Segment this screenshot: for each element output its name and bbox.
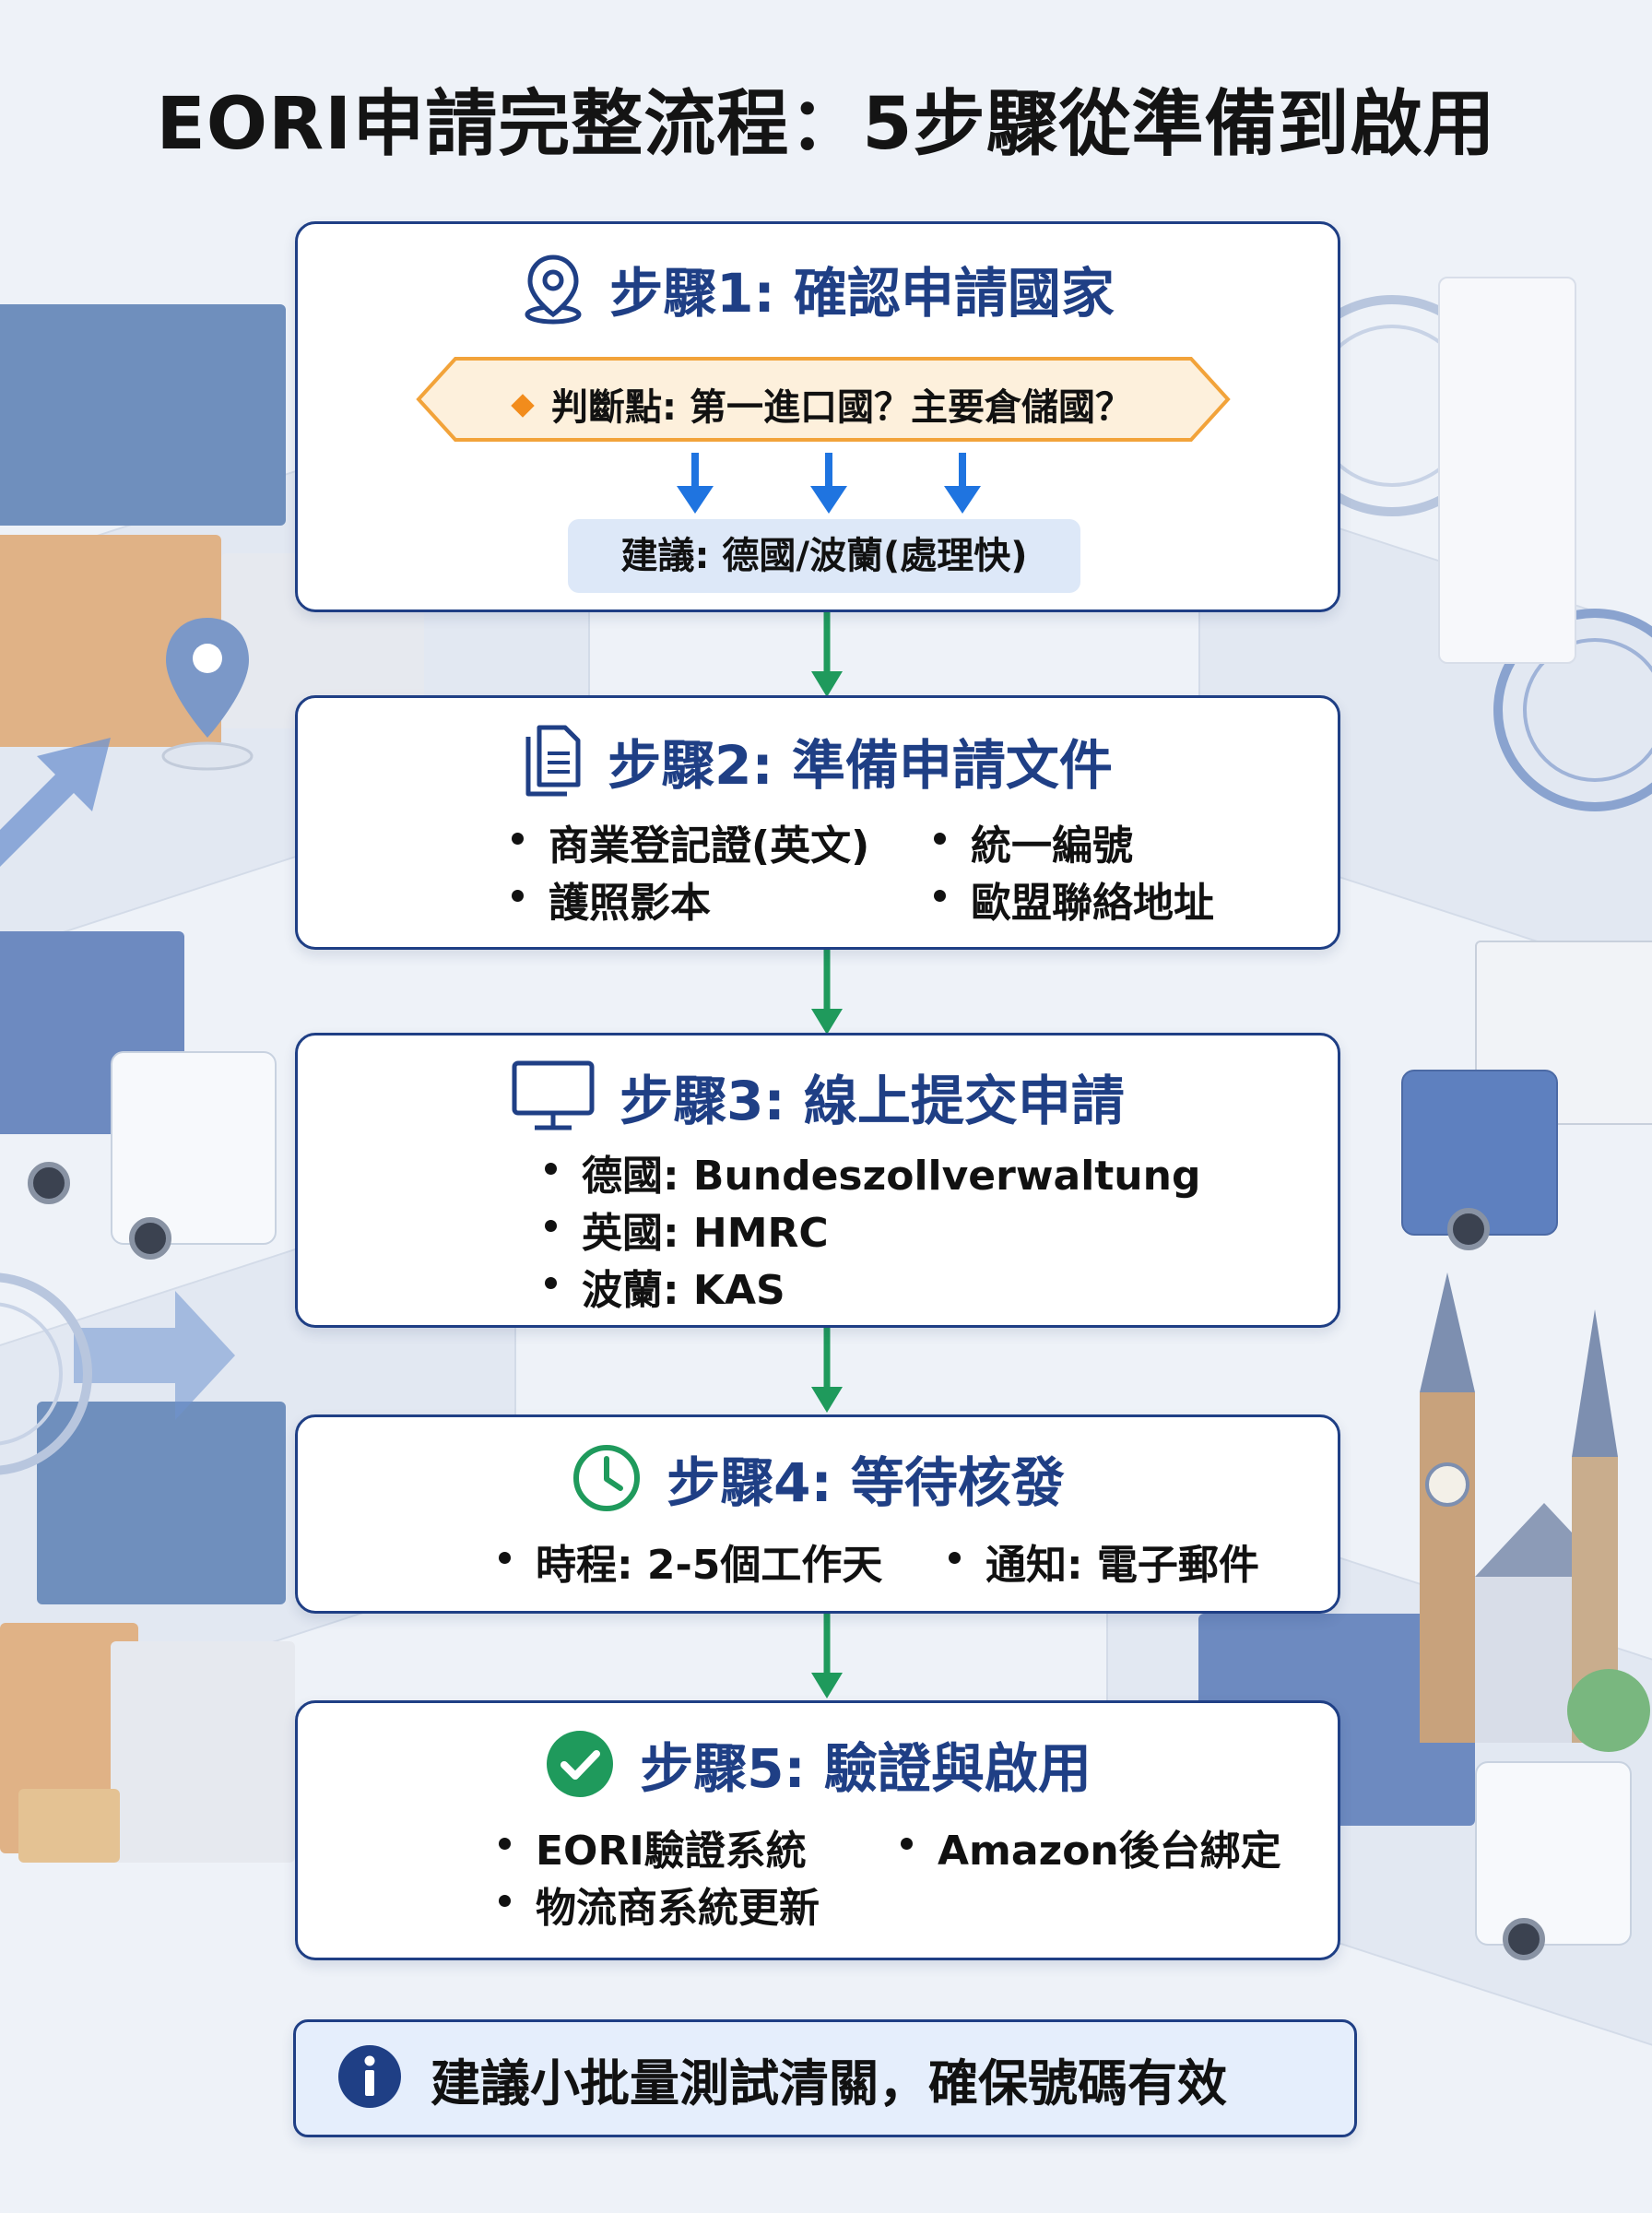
step-1-card: 步驟1: 確認申請國家 判斷點: 第一進口國？主要倉儲國？ 建議: 德國/波蘭(… — [295, 221, 1340, 612]
document-sheet — [1438, 277, 1576, 664]
info-icon — [336, 2043, 403, 2113]
shipping-container — [37, 1402, 286, 1604]
branch-arrows — [677, 453, 981, 514]
flow-connector-arrow — [811, 1326, 843, 1413]
diamond-bullet-icon — [511, 394, 535, 418]
decor-arrow-icon — [0, 738, 111, 867]
clock-icon — [571, 1442, 643, 1514]
page-title: EORI申請完整流程：5步驟從準備到啟用 — [156, 83, 1496, 166]
step-2-card: 步驟2: 準備申請文件 商業登記證(英文) 統一編號 護照影本 歐盟聯絡地址 — [295, 695, 1340, 950]
truck-cab — [1475, 1761, 1632, 1946]
list-item: Amazon後台綁定 — [901, 1817, 1281, 1876]
list-item: 時程: 2-5個工作天 — [498, 1532, 882, 1591]
step-5-title: 步驟5: 驗證與啟用 — [640, 1737, 1092, 1800]
shipping-container — [111, 1641, 295, 1863]
list-item: 護照影本 — [512, 870, 711, 929]
list-item: 波蘭: KAS — [545, 1257, 785, 1316]
list-item: 德國: Bundeszollverwaltung — [544, 1142, 1200, 1201]
check-circle-icon — [544, 1728, 616, 1800]
step-1-title: 步驟1: 確認申請國家 — [609, 262, 1115, 325]
decision-text: 判斷點: 第一進口國？主要倉儲國？ — [551, 386, 1132, 429]
decision-point: 判斷點: 第一進口國？主要倉儲國？ — [415, 355, 1232, 444]
list-item: 物流商系統更新 — [499, 1875, 820, 1934]
list-item: EORI驗證系統 — [499, 1817, 807, 1876]
shipping-container — [0, 304, 286, 526]
tip-text: 建議小批量測試清關，確保號碼有效 — [431, 2053, 1227, 2112]
list-item: 歐盟聯絡地址 — [934, 870, 1214, 929]
step-3-title: 步驟3: 線上提交申請 — [620, 1070, 1125, 1132]
tip-banner: 建議小批量測試清關，確保號碼有效 — [293, 2019, 1357, 2137]
location-pin-icon — [521, 252, 585, 325]
list-item: 商業登記證(英文) — [511, 812, 869, 871]
flow-connector-arrow — [811, 948, 843, 1035]
cargo-box — [18, 1789, 120, 1863]
step-2-title: 步驟2: 準備申請文件 — [608, 734, 1113, 797]
step-3-card: 步驟3: 線上提交申請 德國: Bundeszollverwaltung 英國:… — [295, 1033, 1340, 1328]
location-marker-icon — [161, 618, 254, 771]
tree — [1567, 1669, 1650, 1752]
suggestion-box: 建議: 德國/波蘭(處理快) — [568, 519, 1080, 593]
step-4-card: 步驟4: 等待核發 時程: 2-5個工作天 通知: 電子郵件 — [295, 1414, 1340, 1614]
monitor-icon — [511, 1059, 596, 1133]
flow-connector-arrow — [811, 610, 843, 697]
truck-cab — [111, 1051, 277, 1245]
list-item: 通知: 電子郵件 — [949, 1532, 1259, 1591]
document-icon — [523, 724, 584, 798]
step-4-title: 步驟4: 等待核發 — [667, 1451, 1065, 1514]
step-5-card: 步驟5: 驗證與啟用 EORI驗證系統 Amazon後台綁定 物流商系統更新 — [295, 1700, 1340, 1960]
decor-arrow-icon — [74, 1291, 235, 1420]
list-item: 統一編號 — [934, 812, 1133, 871]
list-item: 英國: HMRC — [545, 1200, 829, 1259]
flow-connector-arrow — [811, 1612, 843, 1698]
